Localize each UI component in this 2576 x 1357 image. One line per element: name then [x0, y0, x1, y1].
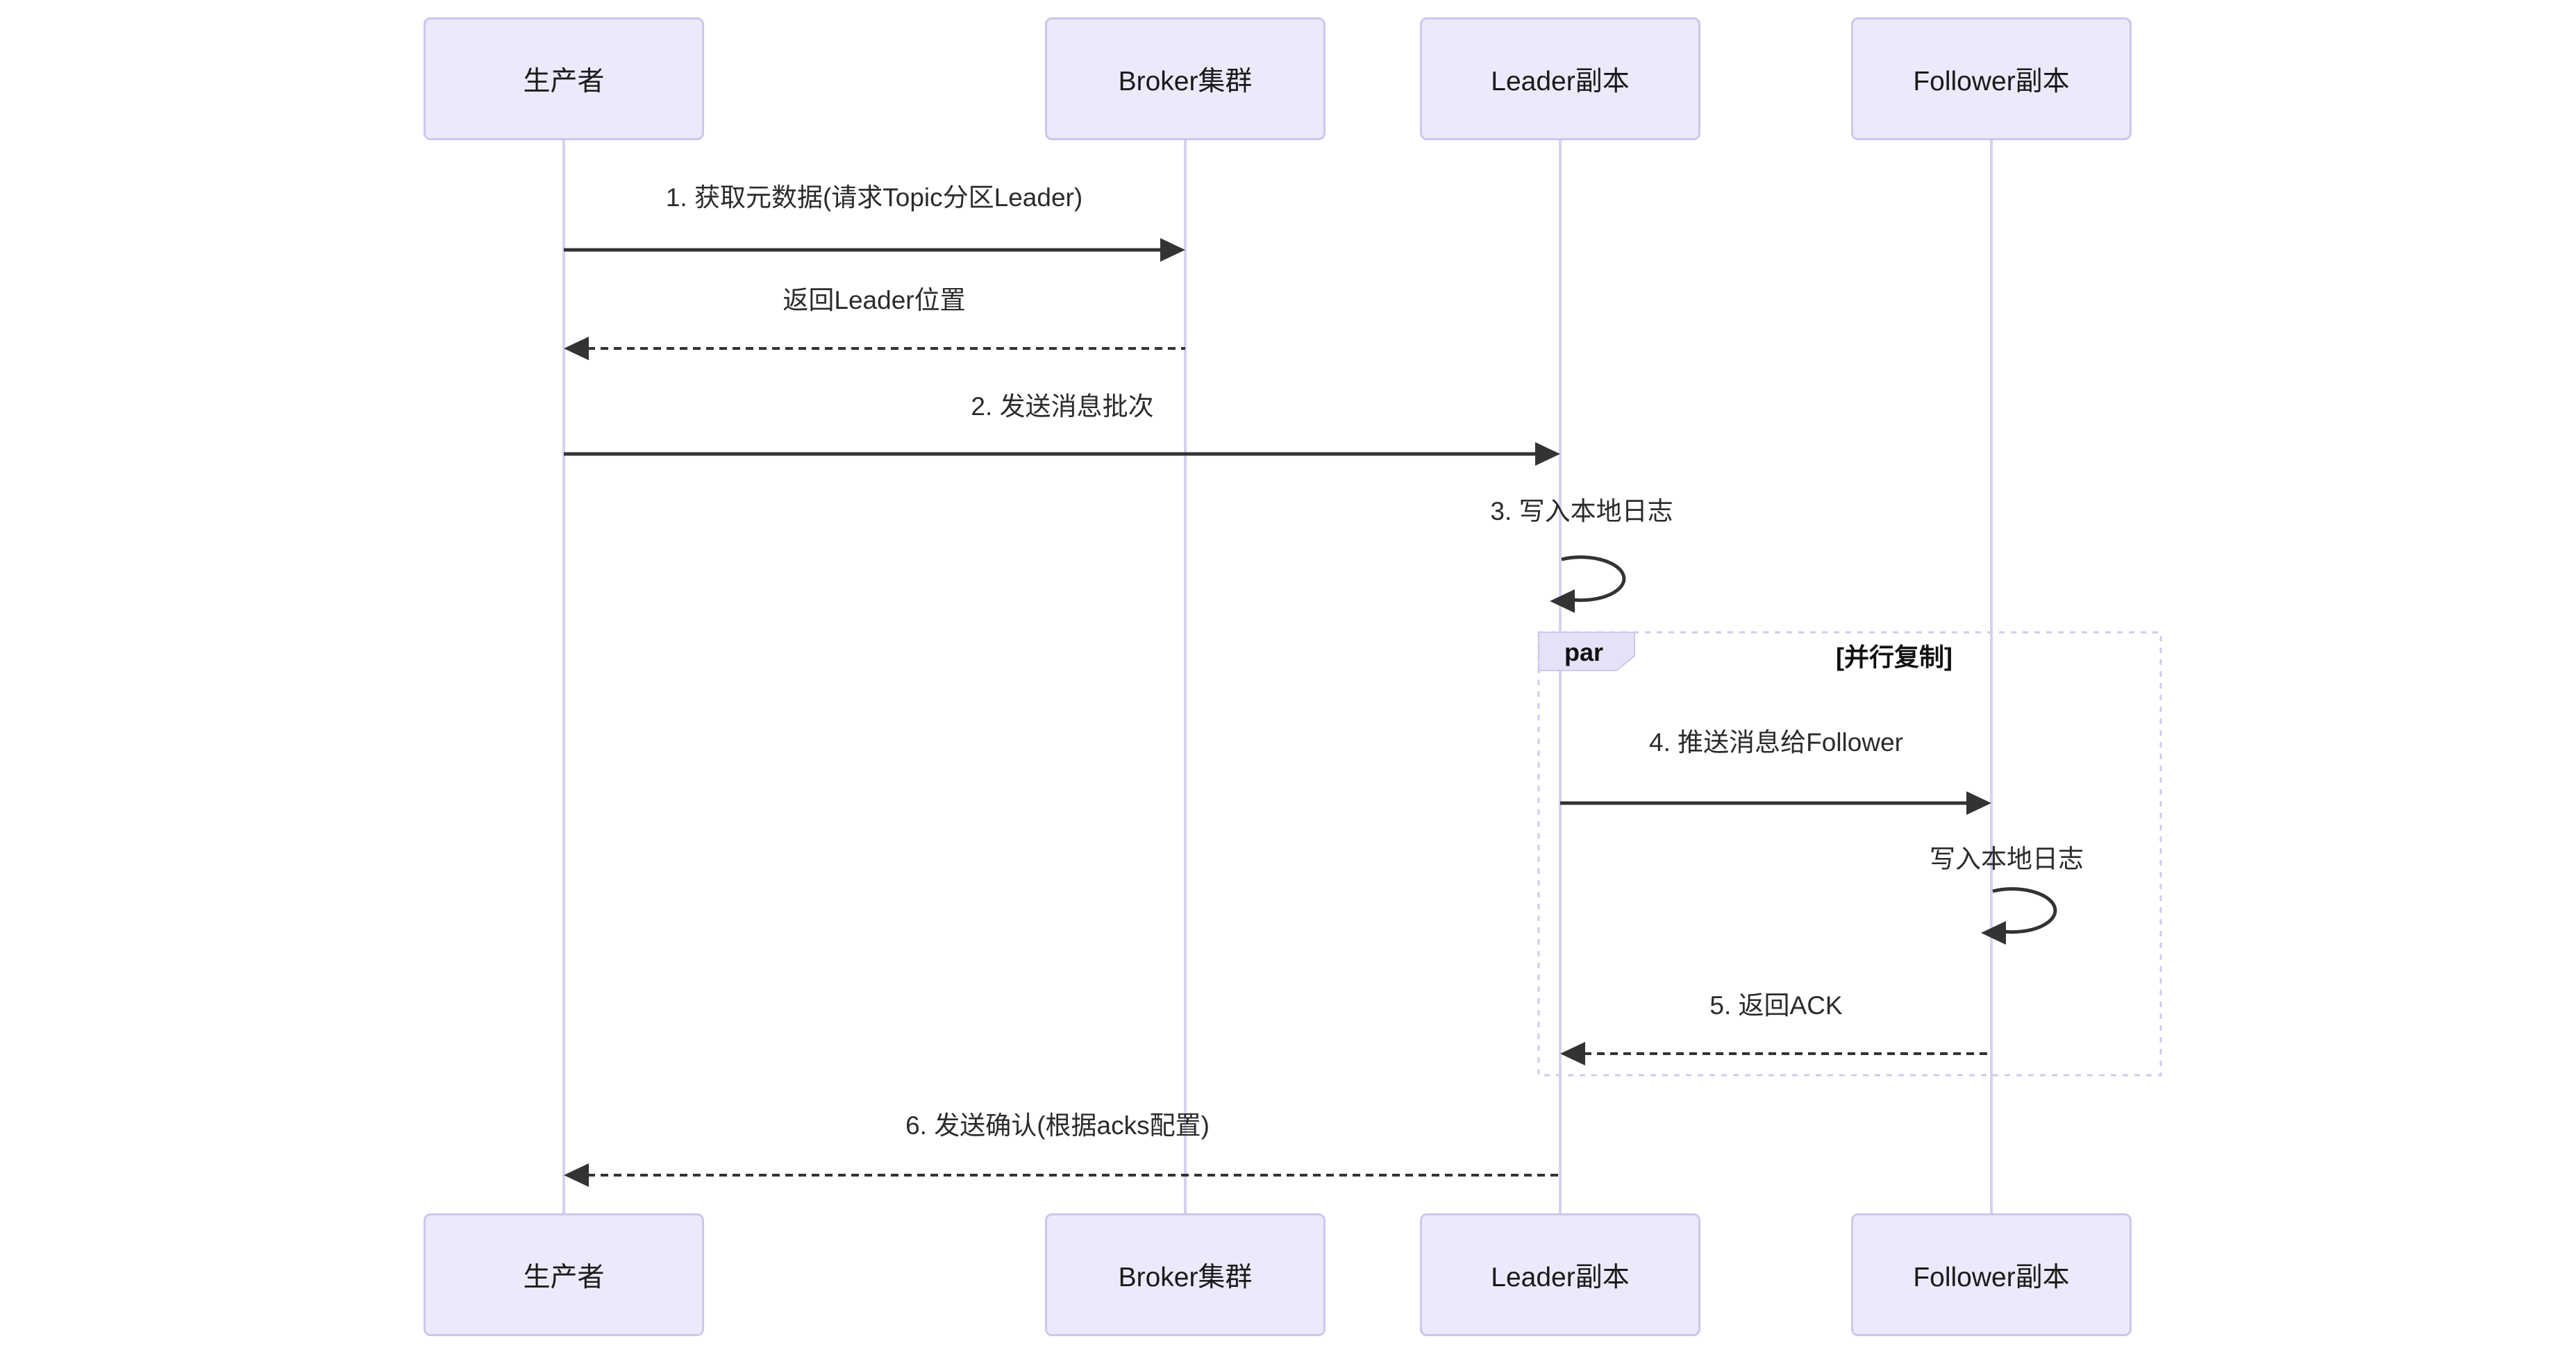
- arrowhead-msg3: [1535, 442, 1560, 466]
- actor-label: Leader副本: [1491, 1262, 1630, 1292]
- arrowhead-self-loop-follower: [1981, 921, 2006, 945]
- actor-top-follower: Follower副本: [1851, 17, 2132, 140]
- actor-bottom-follower: Follower副本: [1851, 1213, 2132, 1336]
- par-fragment-tab: [1538, 632, 1635, 671]
- par-keyword-label: par: [1564, 638, 1604, 666]
- message-label-7: 5. 返回ACK: [1709, 991, 1843, 1020]
- actor-top-leader: Leader副本: [1420, 17, 1700, 140]
- actor-label: Follower副本: [1913, 1262, 2070, 1292]
- arrowhead-msg5: [1966, 791, 1991, 815]
- message-label-6: 写入本地日志: [1930, 845, 2084, 873]
- self-loop-leader: [1561, 555, 1626, 602]
- arrowhead-self-loop-leader: [1550, 589, 1575, 613]
- actor-label: 生产者: [523, 66, 605, 96]
- actor-top-producer: 生产者: [424, 17, 704, 140]
- arrowhead-msg2: [564, 337, 589, 360]
- message-label-1: 1. 获取元数据(请求Topic分区Leader): [665, 183, 1083, 212]
- message-label-3: 2. 发送消息批次: [971, 392, 1154, 421]
- arrowhead-msg7: [1560, 1042, 1585, 1065]
- actor-top-broker: Broker集群: [1045, 17, 1325, 140]
- actor-bottom-leader: Leader副本: [1420, 1213, 1700, 1336]
- message-label-4: 3. 写入本地日志: [1490, 497, 1673, 525]
- par-fragment-border: [1537, 631, 2162, 1077]
- self-loop-follower: [1992, 887, 2057, 934]
- par-condition-label: [并行复制]: [1836, 643, 1952, 671]
- actor-label: Broker集群: [1118, 1262, 1253, 1292]
- actor-bottom-producer: 生产者: [424, 1213, 704, 1336]
- arrowhead-msg8: [564, 1163, 589, 1187]
- arrowhead-msg1: [1160, 238, 1185, 262]
- actor-bottom-broker: Broker集群: [1045, 1213, 1325, 1336]
- actor-label: Follower副本: [1913, 66, 2070, 96]
- actor-label: Broker集群: [1118, 66, 1253, 96]
- actor-label: Leader副本: [1491, 66, 1630, 96]
- message-label-5: 4. 推送消息给Follower: [1649, 728, 1903, 757]
- message-label-2: 返回Leader位置: [783, 286, 966, 314]
- message-label-8: 6. 发送确认(根据acks配置): [905, 1111, 1210, 1140]
- actor-label: 生产者: [523, 1262, 605, 1292]
